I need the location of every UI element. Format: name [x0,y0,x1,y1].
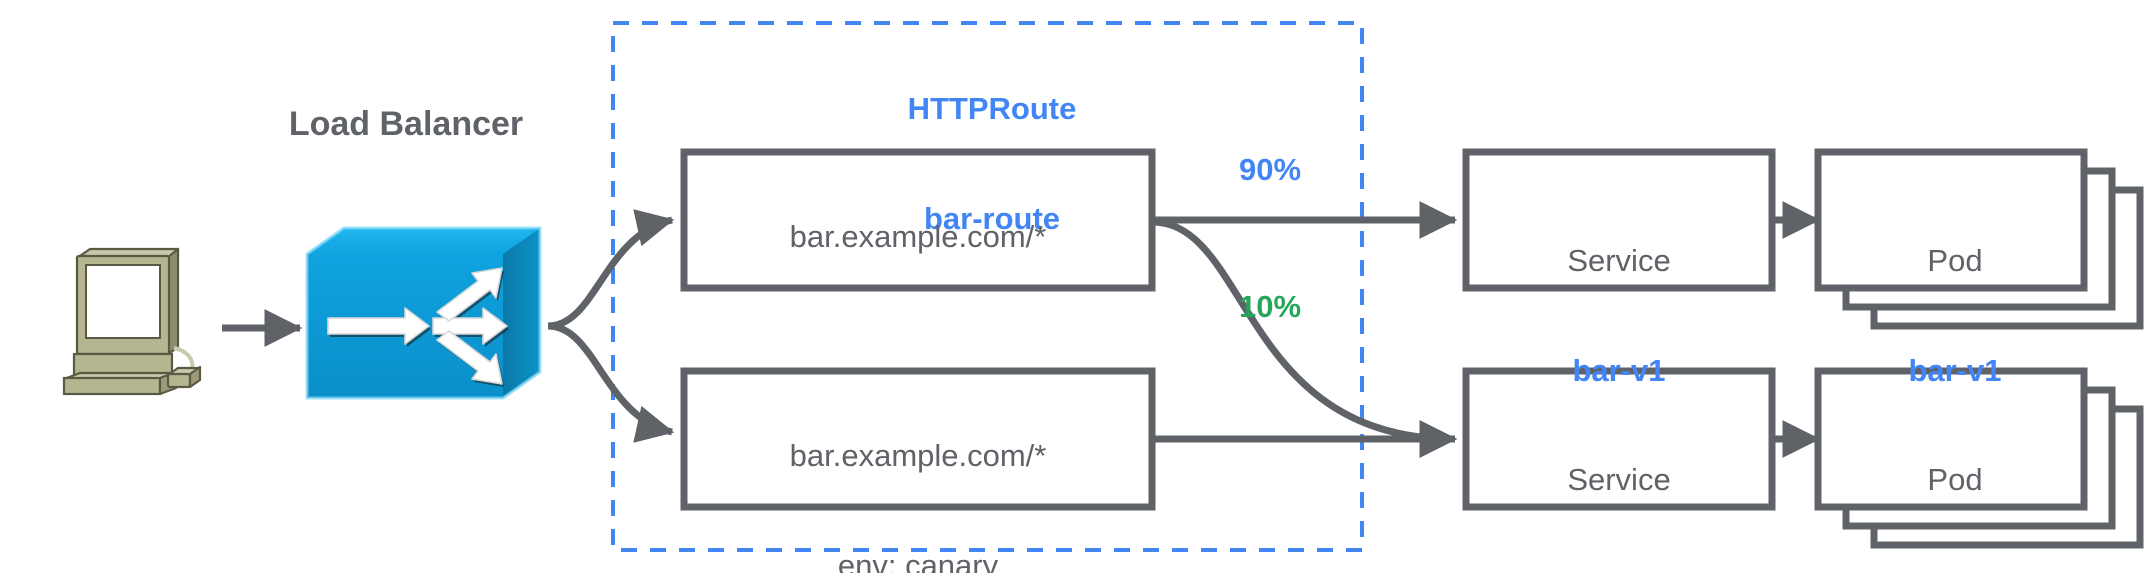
pod-box-bar-v2[interactable] [1814,367,2088,511]
service-box-bar-v2[interactable] [1462,367,1776,511]
edge-rule1-to-service-v2 [1151,218,1458,458]
pod-box-bar-v1[interactable] [1814,148,2088,292]
rule-box-1[interactable] [680,148,1156,292]
rule-box-2[interactable] [680,367,1156,511]
edge-lb-to-rule-2 [547,322,675,443]
pod-stack-bar-v1[interactable] [1814,148,2144,330]
load-balancer-icon [305,226,542,400]
edge-lb-to-rule-1 [547,209,675,330]
desktop-computer-icon [62,247,202,396]
service-box-bar-v1[interactable] [1462,148,1776,292]
pod-stack-bar-v2[interactable] [1814,367,2144,549]
